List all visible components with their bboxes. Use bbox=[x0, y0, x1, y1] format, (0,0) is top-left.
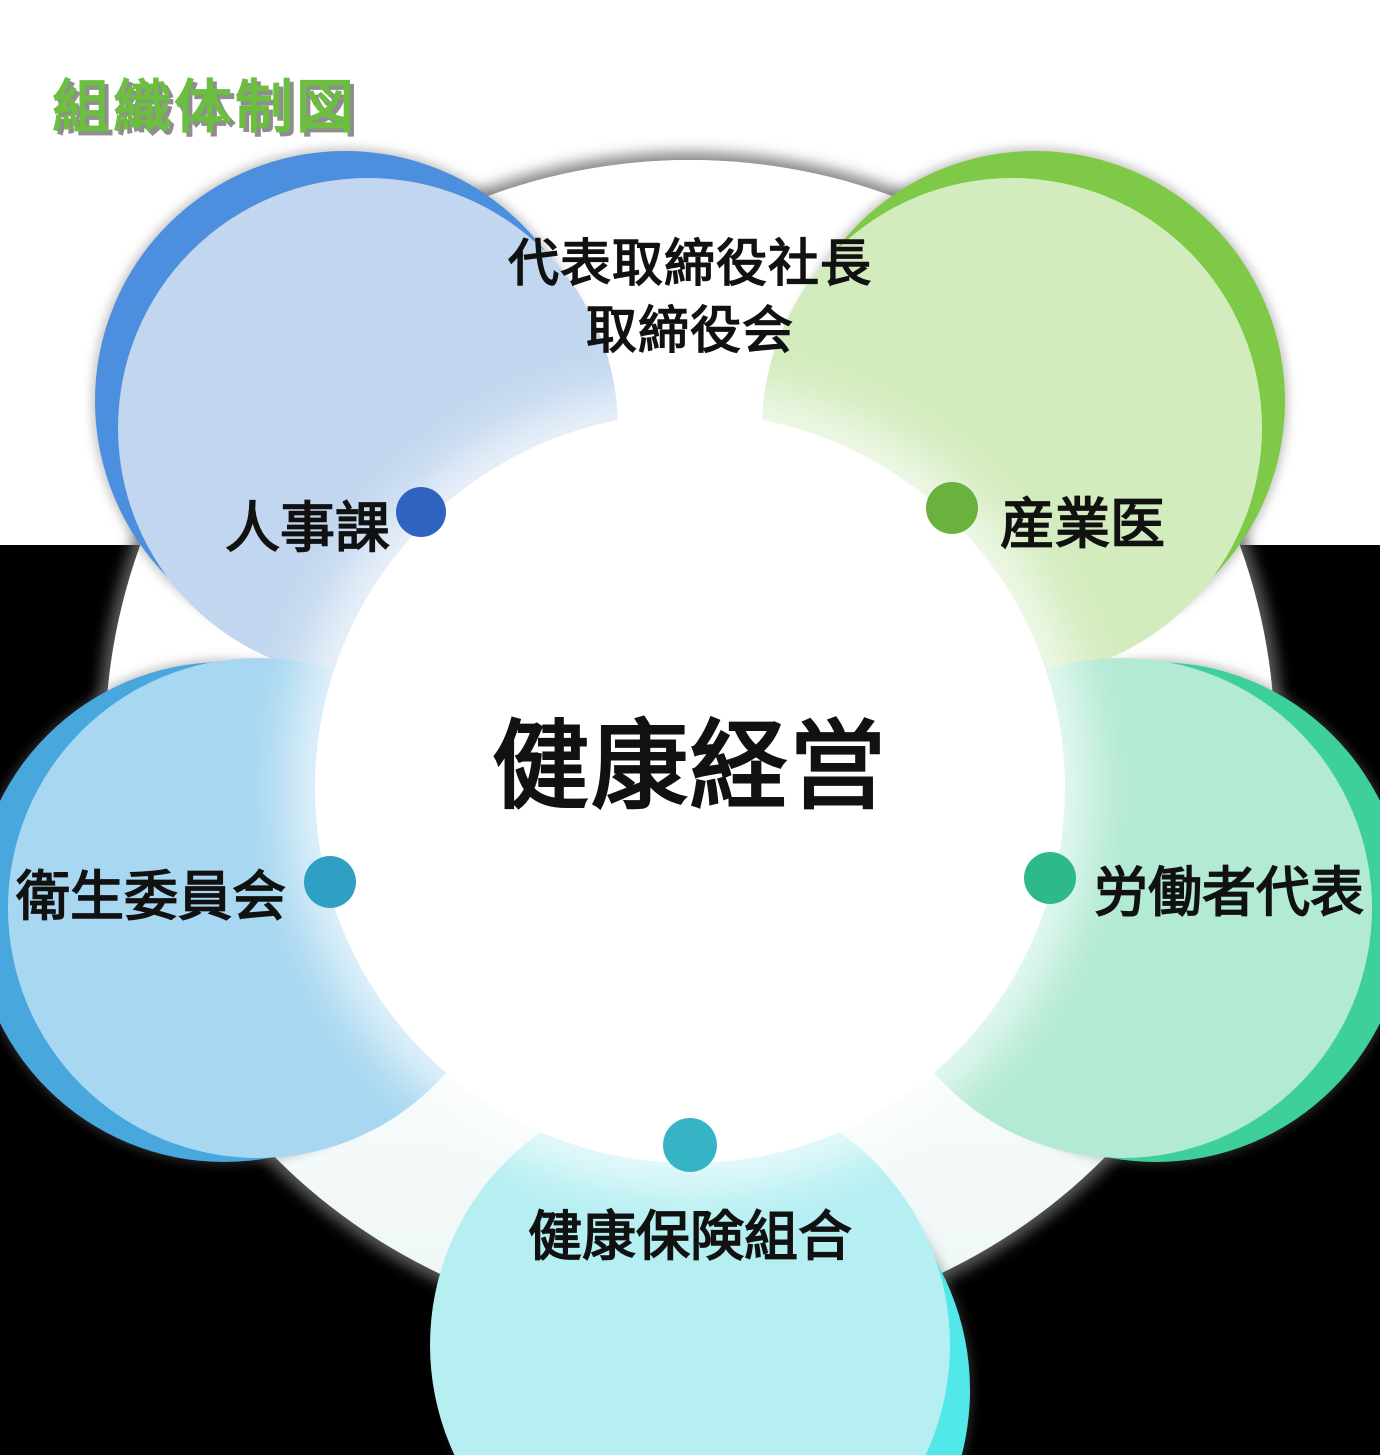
node-label-physician: 産業医 bbox=[1000, 493, 1166, 555]
top-leadership-line2: 取締役会 bbox=[585, 302, 794, 359]
node-dot-insurance bbox=[663, 1118, 717, 1172]
node-dot-physician bbox=[926, 482, 978, 534]
center-circle bbox=[315, 413, 1065, 1163]
node-label-hr: 人事課 bbox=[224, 497, 390, 559]
node-label-insurance: 健康保険組合 bbox=[528, 1207, 852, 1267]
node-label-committee: 衛生委員会 bbox=[16, 867, 286, 927]
node-dot-committee bbox=[304, 856, 356, 908]
node-label-workers: 労働者代表 bbox=[1094, 863, 1364, 923]
top-leadership-label: 代表取締役社長 取締役会 bbox=[390, 230, 990, 364]
node-dot-hr bbox=[396, 487, 446, 537]
top-leadership-line1: 代表取締役社長 bbox=[507, 235, 872, 292]
node-dot-workers bbox=[1024, 852, 1076, 904]
center-label: 健康経営 bbox=[492, 712, 888, 821]
page-title: 組織体制図 bbox=[52, 75, 358, 140]
